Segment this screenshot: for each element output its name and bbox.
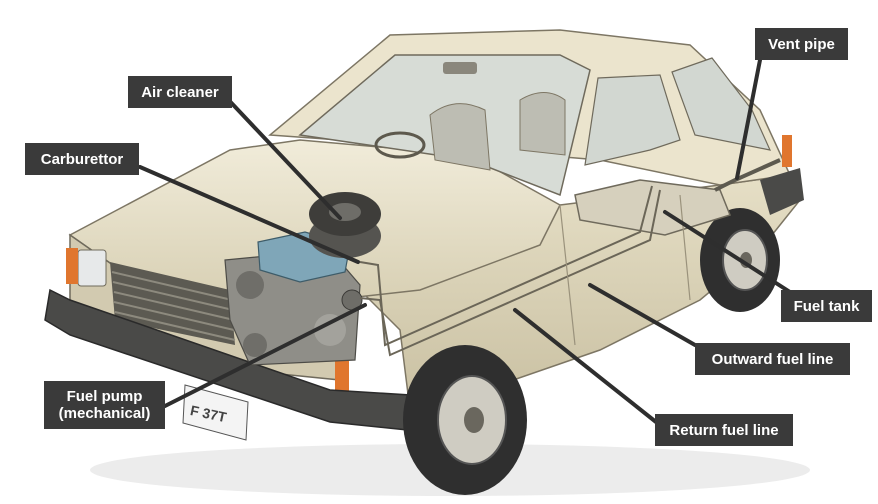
headlight-left	[78, 250, 106, 286]
front-wheel	[403, 345, 527, 495]
label-fuel-pump-line1: Fuel pump	[67, 388, 143, 405]
seat	[520, 93, 565, 156]
label-vent-pipe: Vent pipe	[755, 28, 848, 60]
label-return-fuel-line: Return fuel line	[655, 414, 793, 446]
tail-light	[782, 135, 792, 167]
label-fuel-tank: Fuel tank	[781, 290, 872, 322]
seat	[430, 104, 490, 170]
label-fuel-pump-line2: (mechanical)	[59, 405, 151, 422]
label-outward-fuel-line: Outward fuel line	[695, 343, 850, 375]
indicator-left	[66, 248, 78, 284]
rear-view-mirror	[443, 62, 477, 74]
label-carburettor: Carburettor	[25, 143, 139, 175]
air-cleaner	[309, 192, 381, 258]
label-fuel-pump: Fuel pump (mechanical)	[44, 381, 165, 429]
label-air-cleaner: Air cleaner	[128, 76, 232, 108]
